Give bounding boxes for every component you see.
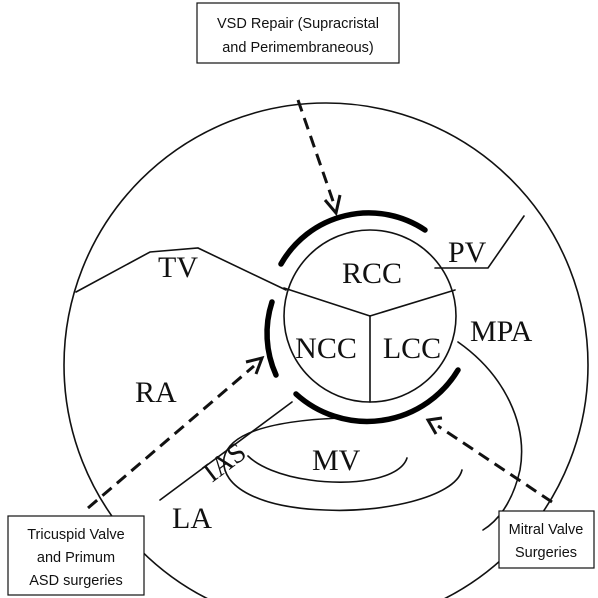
mpa-outline-curve (457, 341, 523, 531)
tricuspid-arrow-line (87, 364, 255, 510)
mitral-callout-box (498, 510, 595, 569)
mitral-valve-inner (247, 455, 408, 483)
mitral-surgery-arc (293, 367, 461, 425)
tricuspid-callout-line3: ASD surgeries (29, 573, 122, 589)
label-lcc: LCC (383, 332, 441, 365)
vsd-callout-line2: and Perimembraneous) (222, 40, 374, 56)
vsd-arrowhead (323, 194, 342, 217)
tricuspid-callout-box (7, 515, 145, 596)
cusp-divider-rcc-lcc (369, 289, 456, 317)
outer-heart-circle (63, 102, 589, 598)
label-ias: IAS (198, 437, 253, 489)
label-la: LA (172, 502, 212, 535)
tricuspid-callout-line1: Tricuspid Valve (27, 527, 125, 543)
vsd-repair-arc (278, 210, 428, 267)
mitral-arrow-line (437, 424, 553, 504)
vsd-callout-box (196, 2, 400, 64)
tricuspid-arrowhead (245, 355, 265, 375)
tricuspid-valve-line (75, 247, 287, 293)
vsd-arrow-line (296, 99, 336, 205)
cusp-divider-ncc-rcc (283, 287, 371, 317)
label-tv: TV (158, 251, 198, 284)
label-ncc: NCC (295, 332, 357, 365)
pulmonary-valve-line (434, 215, 525, 269)
mitral-callout-line1: Mitral Valve (509, 522, 584, 538)
tricuspid-surgery-arc (264, 299, 279, 378)
vsd-callout-line1: VSD Repair (Supracristal (217, 16, 379, 32)
label-rcc: RCC (342, 257, 402, 290)
label-mv: MV (312, 444, 361, 477)
mitral-callout-line2: Surgeries (515, 545, 577, 561)
label-ra: RA (135, 376, 177, 409)
mitral-valve-outer (223, 417, 463, 512)
label-pv: PV (448, 236, 487, 269)
tricuspid-callout-line2: and Primum (37, 550, 115, 566)
label-mpa: MPA (470, 315, 533, 348)
mitral-arrowhead (425, 416, 443, 435)
